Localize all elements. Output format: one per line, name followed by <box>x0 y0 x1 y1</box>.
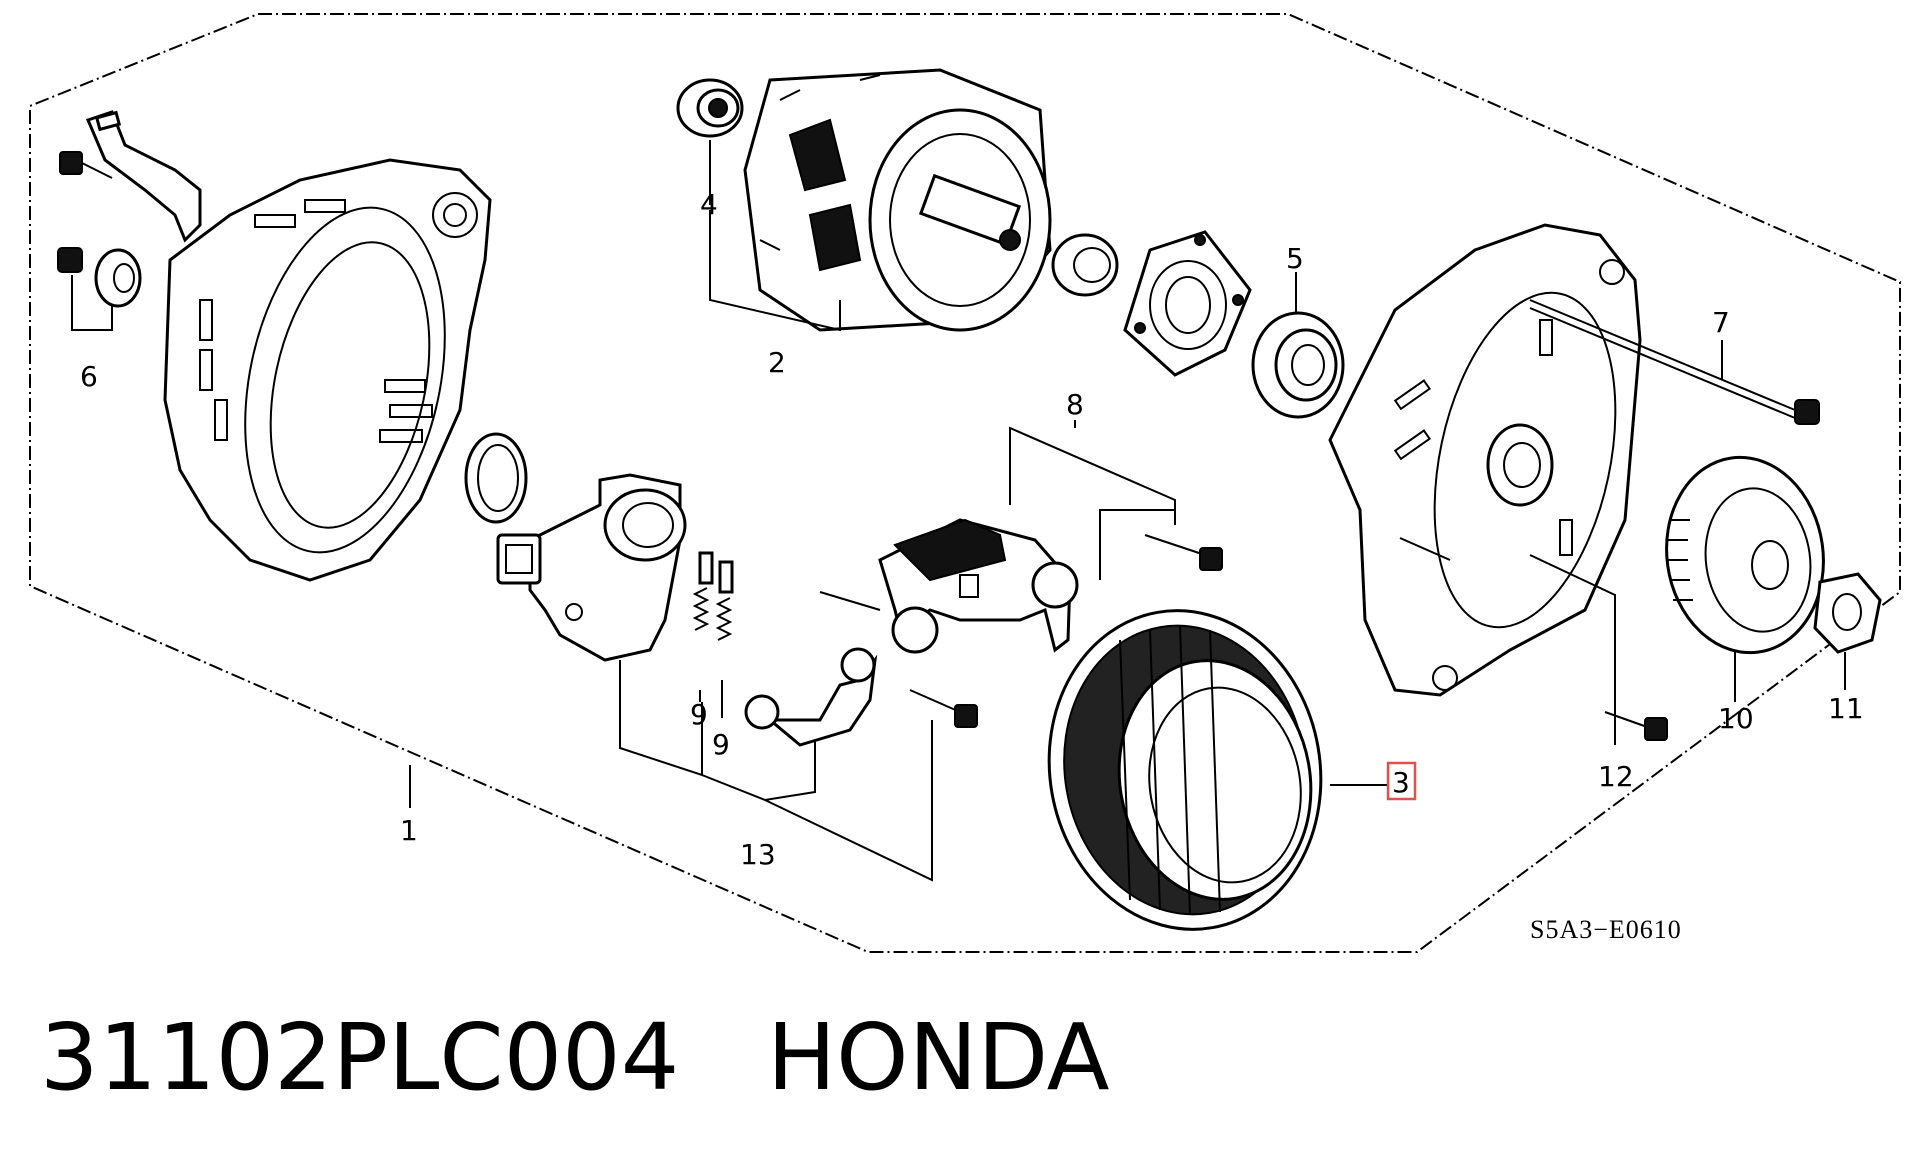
callout-8: 8 <box>1066 388 1084 421</box>
voltage-regulator <box>496 473 687 662</box>
part-number-caption: 31102PLC004 HONDA <box>40 1004 1110 1111</box>
callout-10: 10 <box>1718 702 1754 735</box>
brush-holder-clip <box>744 647 878 747</box>
part-11-pulley-nut <box>1813 572 1882 690</box>
part-8-rectifier <box>819 518 1079 654</box>
callout-3: 3 <box>1392 766 1410 799</box>
leader-13 <box>619 660 703 777</box>
callout-4: 4 <box>700 188 718 221</box>
part-3-stator <box>1047 609 1323 931</box>
bracket-with-bolt <box>59 110 202 243</box>
callout-2: 2 <box>768 346 786 379</box>
part-5-front-bearing <box>1251 272 1345 419</box>
front-housing <box>1328 223 1642 697</box>
callout-7: 7 <box>1712 306 1730 339</box>
part-12-bolt <box>1529 554 1668 745</box>
drawing-code: S5A3−E0610 <box>1530 915 1682 944</box>
bearing-retainer-plate <box>1123 230 1252 377</box>
snap-ring <box>464 432 528 524</box>
part-10-pulley <box>1665 455 1825 702</box>
exploded-parts-diagram: 1 2 3 4 5 6 7 8 9 9 10 11 12 13 S5A3−E06… <box>29 13 1901 953</box>
callout-5: 5 <box>1286 242 1304 275</box>
part-2-rotor <box>743 68 1052 332</box>
part-4-bearing-small <box>676 78 744 138</box>
part-1-rear-housing <box>163 158 492 582</box>
regulator-bolt <box>909 689 978 728</box>
brush-pair <box>692 551 734 718</box>
callout-6: 6 <box>80 360 98 393</box>
highlight-box <box>1386 761 1417 801</box>
callout-12: 12 <box>1598 760 1634 793</box>
part-6-terminal-nut <box>57 247 142 331</box>
leader-8 <box>1009 426 1176 525</box>
spacer-ring <box>1051 233 1119 297</box>
part-7-through-bolt <box>1529 299 1820 425</box>
rectifier-bolt <box>1144 534 1223 571</box>
callout-9a: 9 <box>690 698 708 731</box>
callout-13: 13 <box>740 838 776 871</box>
callout-9b: 9 <box>712 728 730 761</box>
callout-1: 1 <box>400 814 418 847</box>
diagram-frame <box>29 13 1901 953</box>
leader-2 <box>709 210 841 332</box>
callout-11: 11 <box>1828 692 1864 725</box>
